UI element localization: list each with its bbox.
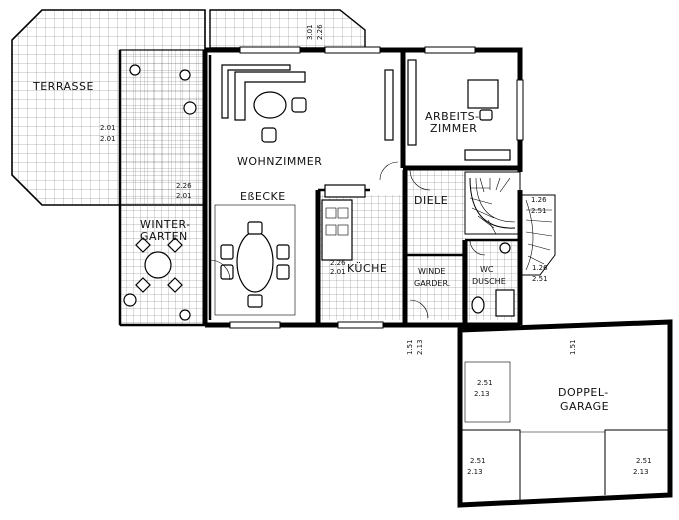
label-arbeitszimmer-2: ZIMMER [430, 122, 477, 135]
room-labels: TERRASSE WOHNZIMMER EßECKE WINTER- GARTE… [32, 80, 609, 413]
dim-label: 2.01 [100, 124, 116, 132]
label-terrasse: TERRASSE [32, 80, 94, 93]
office-desk [407, 59, 511, 161]
label-wintergarten-2: GARTEN [140, 230, 188, 243]
dim-label: 2.51 [636, 457, 652, 465]
garage [457, 319, 673, 508]
dim-label: 2.01 [100, 135, 116, 143]
label-dusche-2: DUSCHE [472, 277, 506, 286]
dim-label: 2.51 [532, 275, 548, 283]
dim-label: 2.13 [633, 468, 649, 476]
kitchen-counters [321, 184, 366, 261]
label-doppelgarage-1: DOPPEL- [558, 386, 609, 399]
doors [209, 161, 486, 319]
dim-label: 1.51 [406, 339, 414, 355]
label-windfang-2: GARDER. [414, 279, 450, 288]
dim-label: 2.51 [531, 207, 547, 215]
label-doppelgarage-2: GARAGE [560, 400, 609, 413]
dim-label: 2.01 [176, 192, 192, 200]
label-dusche-1: WC [480, 265, 494, 274]
dim-label: 2.01 [330, 268, 346, 276]
dim-label: 2.26 [330, 259, 346, 267]
dim-label: 3.01 [306, 24, 314, 40]
dim-label: 2.13 [474, 390, 490, 398]
dim-label: 2.51 [477, 379, 493, 387]
label-wohnzimmer: WOHNZIMMER [237, 155, 322, 168]
dim-label: 2.13 [467, 468, 483, 476]
bathroom-fixtures [471, 242, 515, 317]
winter-garden-table [123, 64, 197, 321]
winter-garden [118, 49, 208, 327]
exterior-stair [522, 194, 556, 276]
living-room-sofa [221, 64, 394, 143]
label-diele: DIELE [414, 194, 448, 207]
dim-label: 2.26 [176, 182, 192, 190]
dimension-labels: 3.01 2.26 2.01 2.01 2.26 2.01 1.26 2.51 … [100, 24, 652, 476]
staircase [464, 171, 521, 235]
label-essecke: EßECKE [240, 190, 286, 203]
windows [229, 46, 524, 329]
dim-label: 2.51 [470, 457, 486, 465]
label-windfang-1: WINDE [418, 267, 445, 276]
dim-label: 2.26 [316, 24, 324, 40]
label-kueche: KÜCHE [347, 262, 387, 275]
dim-label: 2.13 [416, 339, 424, 355]
label-wintergarten-1: WINTER- [140, 218, 191, 231]
label-arbeitszimmer-1: ARBEITS- [425, 110, 480, 123]
dim-label: 1.51 [569, 339, 577, 355]
dim-label: 1.26 [531, 196, 547, 204]
hall-floor [405, 170, 465, 320]
dim-label: 1.26 [532, 264, 548, 272]
dining-table [214, 204, 296, 316]
